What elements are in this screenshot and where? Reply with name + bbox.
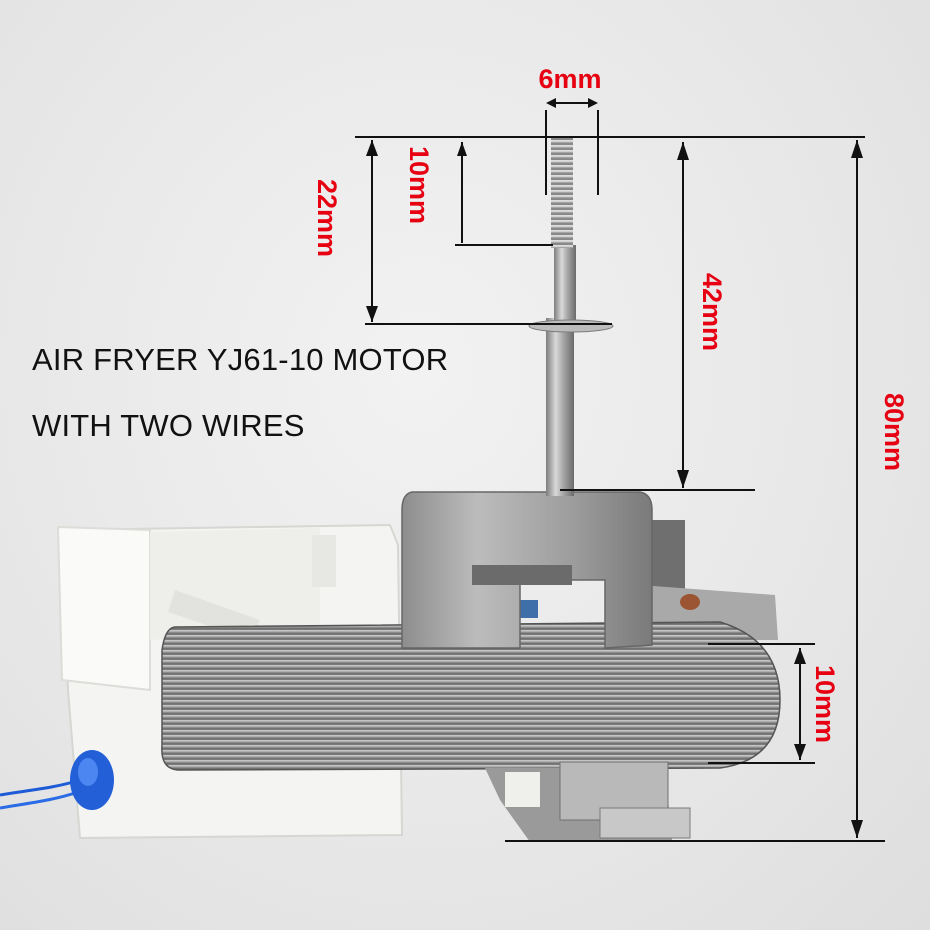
motor-shaft [528,138,614,496]
dim-label-core-thickness: 10mm [810,665,840,743]
dim-label-shaft-length: 42mm [697,273,727,351]
dim-label-thread: 10mm [404,146,434,224]
bottom-bracket [485,761,691,842]
product-caption-line1: AIR FRYER YJ61-10 MOTOR [32,342,449,377]
blue-wires [0,750,114,810]
stator-core [161,621,781,771]
dim-label-shaft-diameter: 6mm [538,64,601,94]
dimension-lines [355,98,885,842]
dim-label-upper-shaft: 22mm [312,179,342,257]
dim-label-total-height: 80mm [879,393,909,471]
bearing-block [401,491,653,649]
product-caption-line2: WITH TWO WIRES [32,408,305,443]
